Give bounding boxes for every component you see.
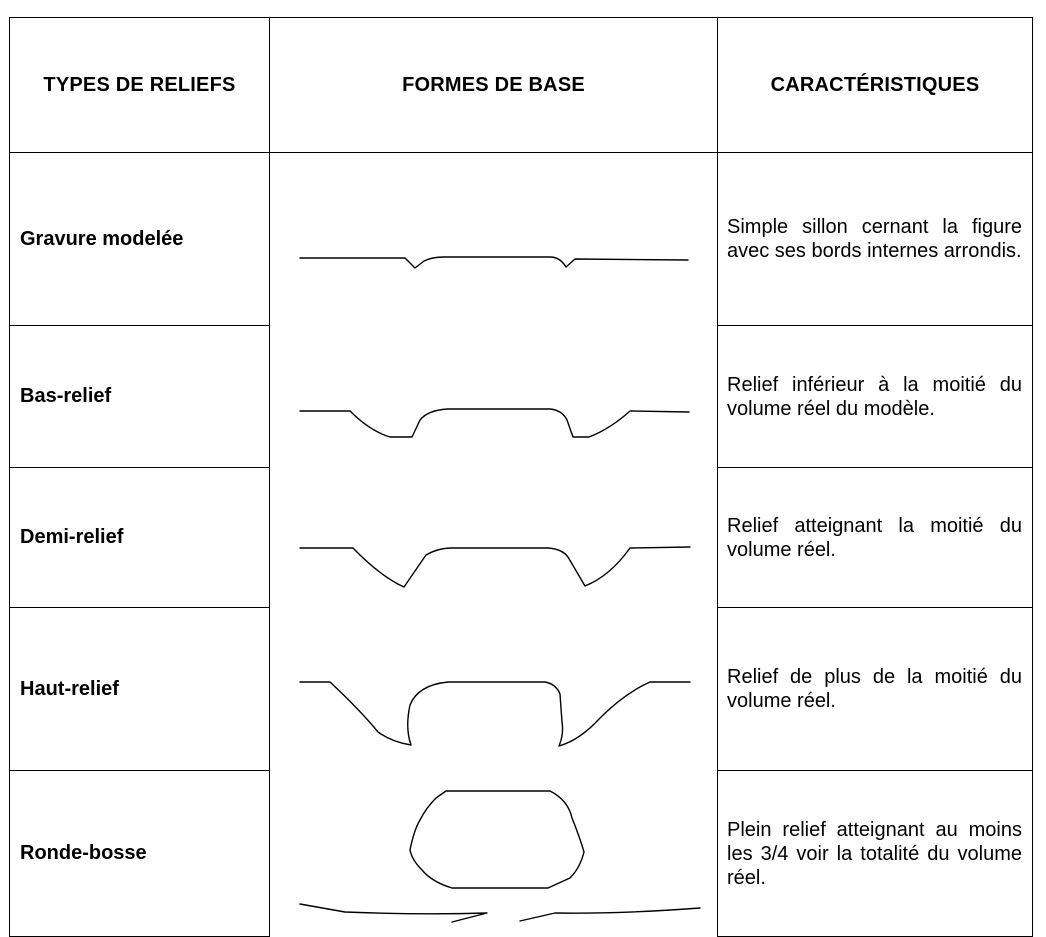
relief-shape-cell (269, 325, 718, 468)
table-row: Bas-relief Relief inférieur à la moitié … (9, 325, 1033, 468)
table-header-row: TYPES DE RELIEFS FORMES DE BASE CARACTÉR… (9, 17, 1033, 153)
table-row: Demi-relief Relief atteignant la moitié … (9, 467, 1033, 608)
relief-description: Relief atteignant la moitié du volume ré… (717, 467, 1033, 608)
relief-type: Ronde-bosse (9, 770, 270, 937)
relief-description: Relief de plus de la moitié du volume ré… (717, 607, 1033, 771)
relief-type: Haut-relief (9, 607, 270, 771)
relief-type: Gravure modelée (9, 152, 270, 326)
relief-description: Plein relief atteignant au moins les 3/4… (717, 770, 1033, 937)
table-row: Haut-relief Relief de plus de la moitié … (9, 607, 1033, 771)
table-row: Ronde-bosse Plein relief atteignant au m… (9, 770, 1033, 937)
relief-shape-cell (269, 467, 718, 608)
relief-shape-cell (269, 607, 718, 771)
relief-shape-cell (269, 770, 718, 937)
header-formes: FORMES DE BASE (269, 17, 718, 153)
relief-type: Demi-relief (9, 467, 270, 608)
relief-shape-cell (269, 152, 718, 326)
table-row: Gravure modelée Simple sillon cernant la… (9, 152, 1033, 326)
header-caracteristiques: CARACTÉRISTIQUES (717, 17, 1033, 153)
header-types: TYPES DE RELIEFS (9, 17, 270, 153)
relief-description: Simple sillon cernant la figure avec ses… (717, 152, 1033, 326)
relief-description: Relief inférieur à la moitié du volume r… (717, 325, 1033, 468)
relief-type: Bas-relief (9, 325, 270, 468)
reliefs-table: TYPES DE RELIEFS FORMES DE BASE CARACTÉR… (9, 17, 1033, 937)
